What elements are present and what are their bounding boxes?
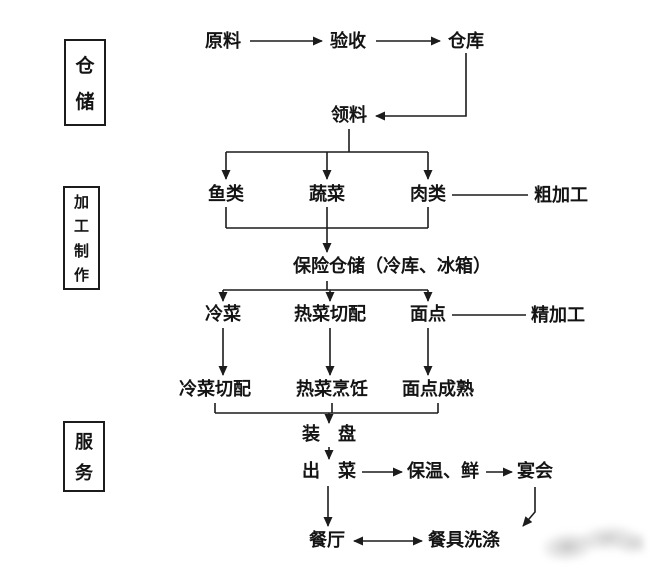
node-hot-dish-cooking: 热菜烹饪 [296,379,368,400]
stage-box-service: 服 务 [63,421,105,492]
node-rough-processing: 粗加工 [534,185,588,206]
node-dishwashing: 餐具洗涤 [428,530,500,551]
stage-warehouse-char-2: 储 [75,91,95,114]
stage-processing-char-3: 制 [73,241,89,260]
stage-processing-char-1: 加 [73,193,89,212]
node-cold-dish-prep: 冷菜切配 [179,379,251,400]
arrow-warehouse-to-requisition [375,53,467,121]
node-pastry-finished: 面点成熟 [402,379,474,400]
node-pastry: 面点 [410,304,446,325]
node-banquet: 宴会 [517,461,553,482]
stage-service-char-1: 服 [75,432,93,453]
stage-box-processing: 加 工 制 作 [63,186,100,290]
node-dining-room: 餐厅 [309,530,345,551]
node-dish-out: 出 菜 [302,461,356,482]
node-plating: 装 盘 [302,424,356,445]
node-cold-dishes: 冷菜 [205,304,241,325]
stage-warehouse-char-1: 仓 [75,54,95,77]
stage-box-warehouse: 仓 储 [64,39,106,126]
node-fine-processing: 精加工 [531,305,585,326]
node-fresh-storage: 保险仓储（冷库、冰箱） [293,256,491,277]
node-hot-dish-cutting: 热菜切配 [294,304,366,325]
node-warehouse: 仓库 [448,31,484,52]
node-vegetables: 蔬菜 [309,184,345,205]
node-raw-material: 原料 [205,31,241,52]
stage-processing-char-4: 作 [73,265,89,284]
node-requisition: 领料 [331,105,367,126]
node-inspection: 验收 [330,31,366,52]
arrow-banquet-to-dishwash [522,487,536,527]
node-fish: 鱼类 [208,184,244,205]
stage-service-char-2: 务 [75,463,93,484]
node-meat: 肉类 [410,184,446,205]
stage-processing-char-2: 工 [73,217,89,236]
watermark [540,512,646,572]
node-keep-warm-fresh: 保温、鲜 [407,461,479,482]
